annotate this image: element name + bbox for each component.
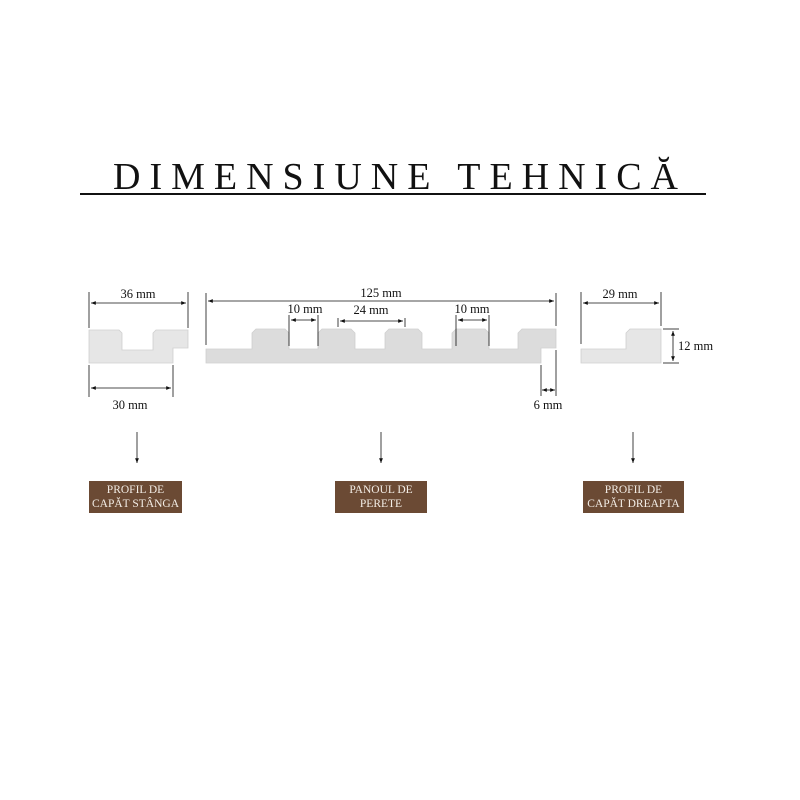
panel-dim-gap-left-label: 10 mm	[287, 302, 322, 316]
badge-right-line1: PROFIL DE	[604, 484, 663, 496]
right-profile-shape	[580, 328, 662, 364]
badge-right-line2: CAPĂT DREAPTA	[587, 498, 680, 510]
left-profile-shape	[88, 329, 189, 364]
badge-left-end-profile: PROFIL DE CAPĂT STÂNGA	[89, 481, 182, 513]
wall-panel-shape	[205, 328, 557, 364]
right-dim-top-label: 29 mm	[602, 287, 637, 301]
badge-left-line2: CAPĂT STÂNGA	[91, 498, 179, 510]
left-dim-bottom-label: 30 mm	[112, 398, 147, 412]
panel-dim-rib-label: 24 mm	[353, 303, 388, 317]
right-end-profile: 29 mm 12 mm	[580, 287, 713, 463]
page-title: DIMENSIUNE TEHNICĂ	[113, 156, 687, 198]
wall-panel: 125 mm 10 mm 24 mm 10 mm 6 mm	[205, 286, 563, 463]
panel-dim-step-label: 6 mm	[534, 398, 563, 412]
badge-right-end-profile: PROFIL DE CAPĂT DREAPTA	[583, 481, 684, 513]
badge-center-line2: PERETE	[359, 498, 403, 510]
right-dim-height-label: 12 mm	[678, 339, 713, 353]
badge-wall-panel: PANOUL DE PERETE	[335, 481, 427, 513]
panel-dim-overall-label: 125 mm	[360, 286, 402, 300]
badge-left-line1: PROFIL DE	[106, 484, 165, 496]
title-underline	[80, 193, 706, 195]
badge-center-line1: PANOUL DE	[349, 484, 413, 496]
left-end-profile: 36 mm 30 mm	[88, 287, 189, 463]
panel-dim-gap-right-label: 10 mm	[454, 302, 489, 316]
left-dim-top-label: 36 mm	[120, 287, 155, 301]
